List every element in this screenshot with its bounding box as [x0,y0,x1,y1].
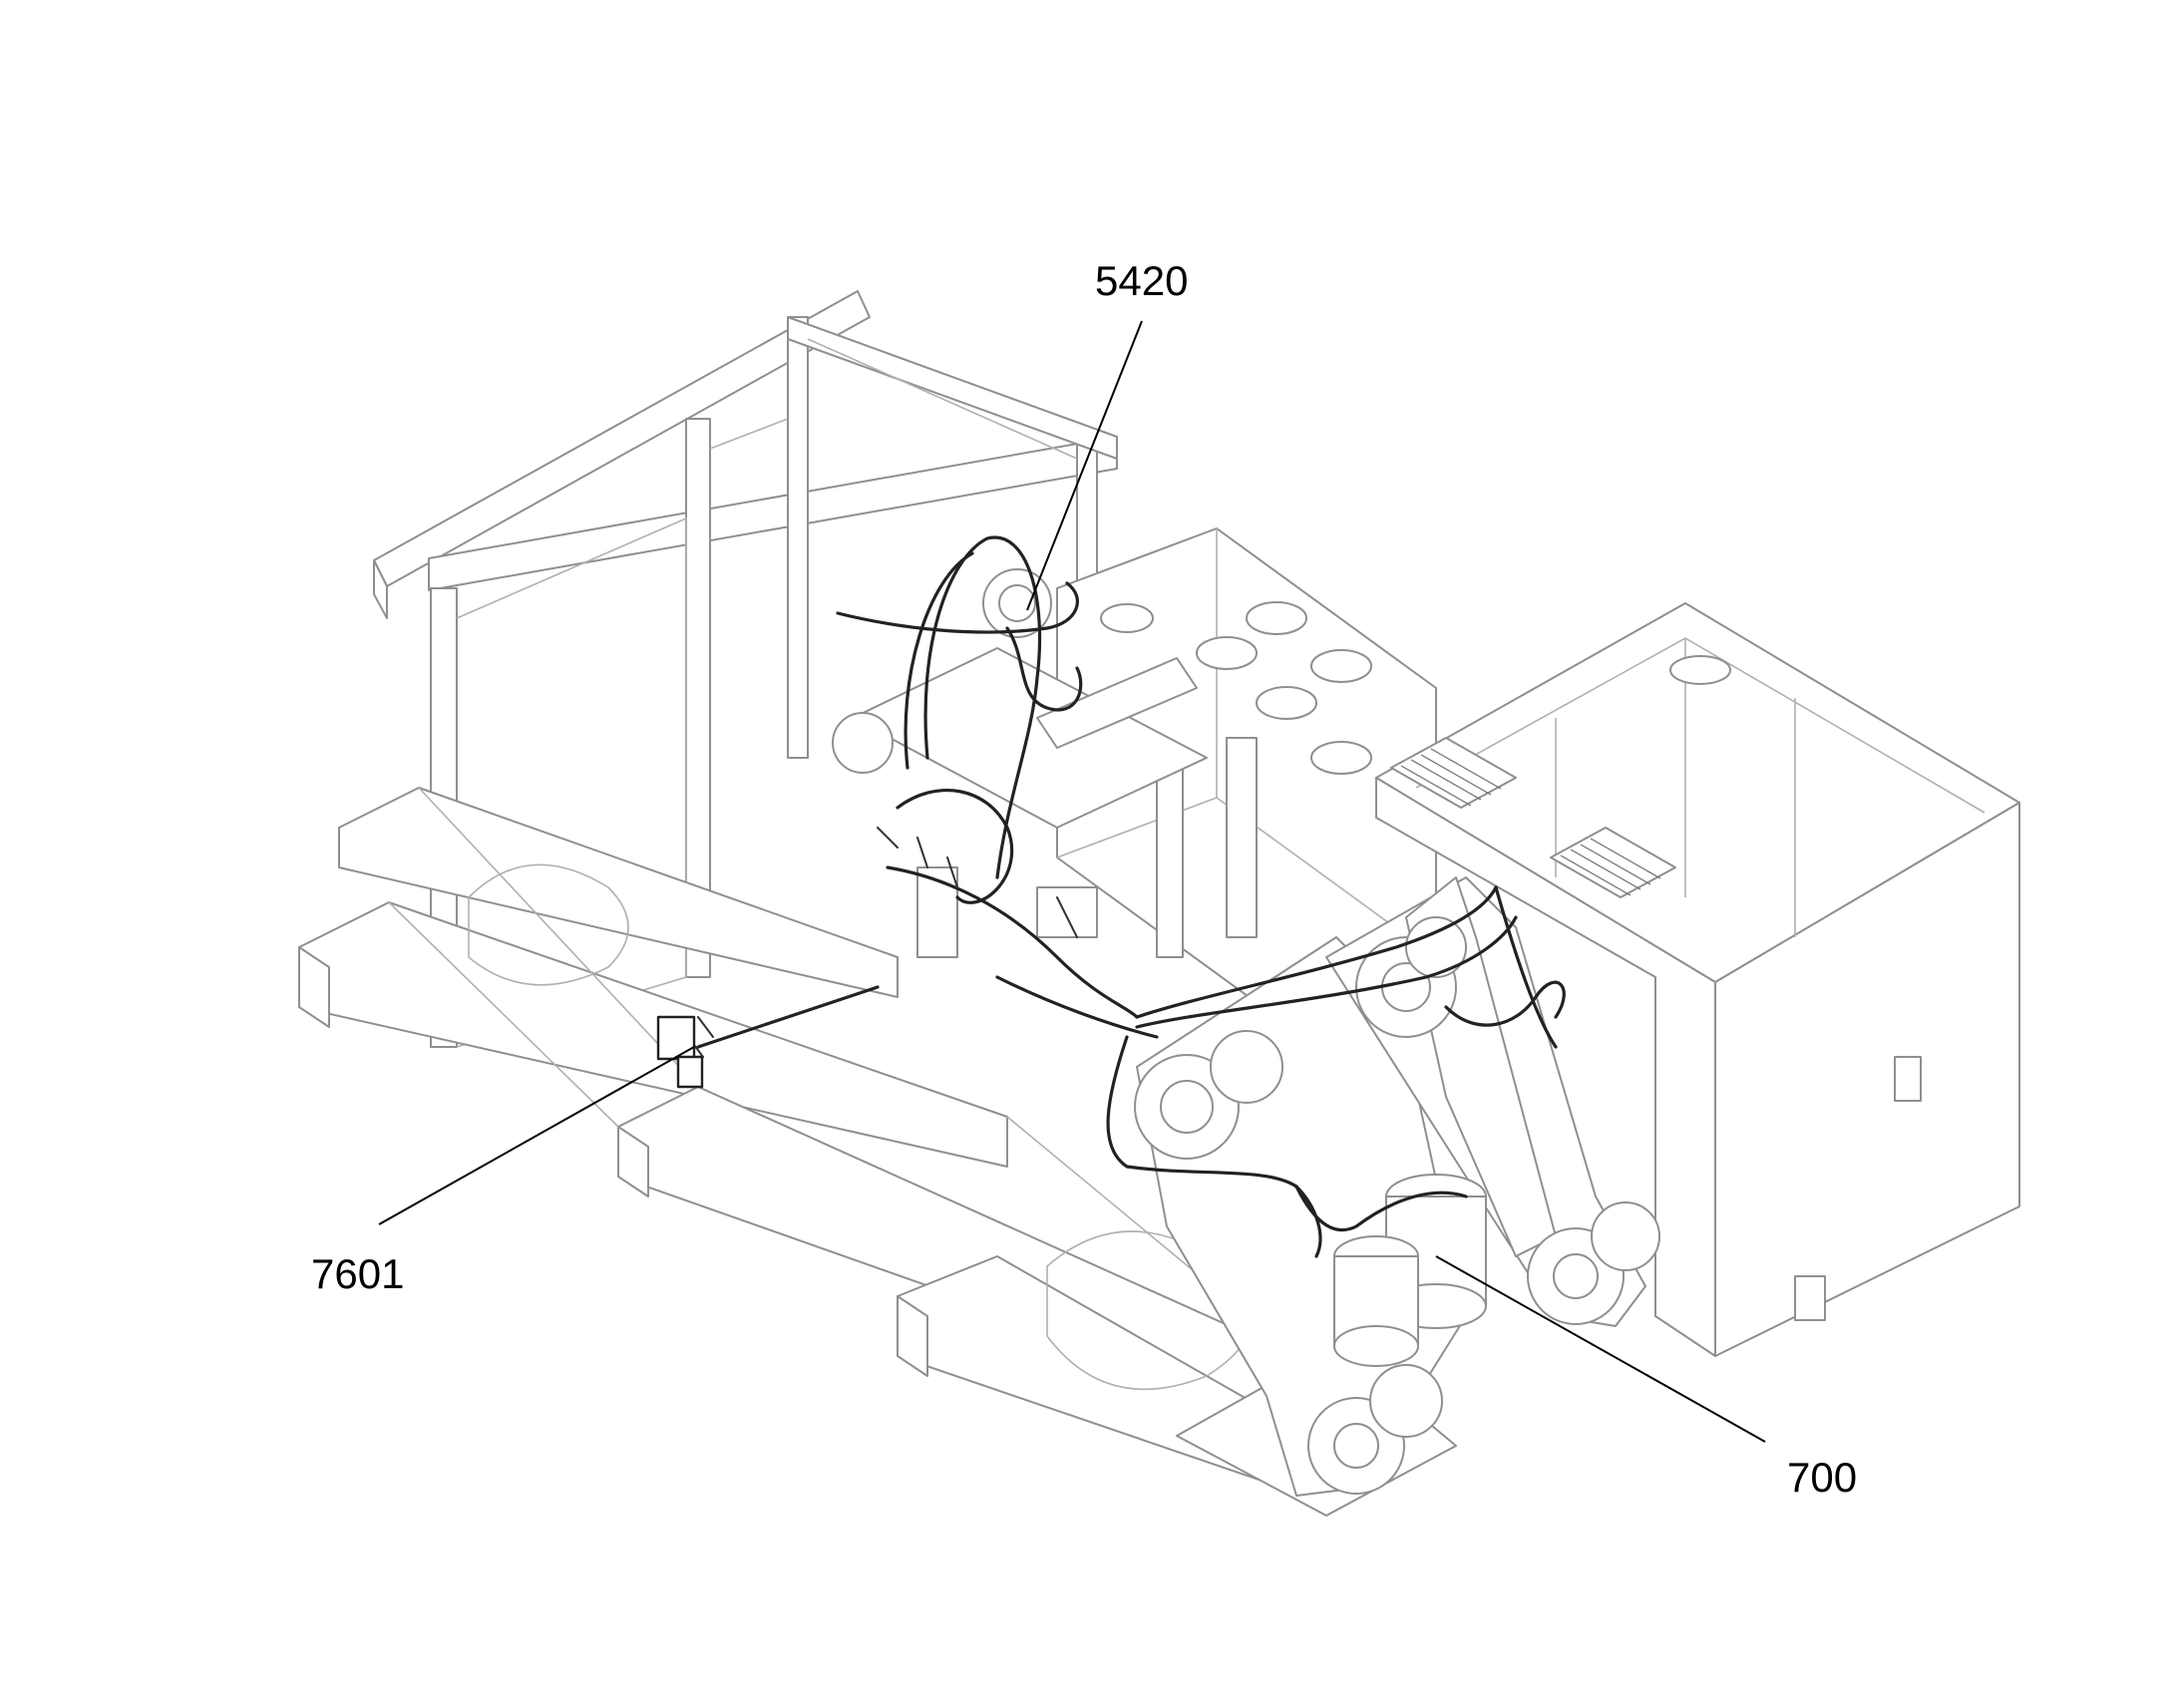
callout-5420: 5420 [1095,257,1188,304]
rear-upper-frame [373,290,1118,1048]
callout-700: 700 [1787,1454,1857,1501]
leader-lines [378,320,1766,1443]
callout-labels: 5420 7601 700 [311,257,1857,1501]
radiator-grille [1390,737,1676,898]
leader-7601 [378,1046,695,1225]
hydraulic-center [832,568,1487,1367]
loader-arms [1134,876,1660,1497]
leader-5420 [1026,320,1143,611]
right-enclosure [1375,602,2020,1357]
wiring-harness [656,535,1566,1258]
callout-7601: 7601 [311,1250,404,1297]
leader-700 [1435,1255,1766,1443]
